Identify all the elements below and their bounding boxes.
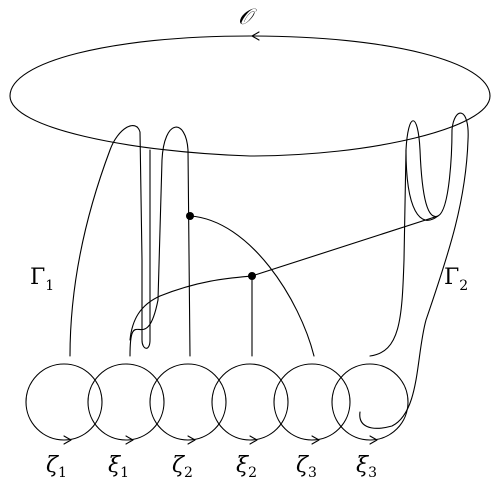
label-xi-3: ξ3 [356, 453, 377, 481]
label-zeta-1: ζ1 [46, 453, 67, 481]
arc-A-to-zeta3 [189, 215, 315, 357]
arrow-zeta-1 [63, 435, 72, 445]
loop-O [9, 35, 491, 157]
junction-B [248, 272, 256, 280]
circle-xi-3 [331, 363, 409, 441]
label-O: 𝒪 [238, 5, 257, 30]
label-zeta-2: ζ2 [172, 453, 193, 481]
arc-B-left [129, 295, 161, 341]
gamma-2-curve [359, 112, 469, 429]
gamma-2-inner [405, 149, 439, 221]
junction-A [186, 212, 194, 220]
label-gamma-2: Γ2 [444, 265, 468, 294]
label-xi-2: ξ2 [236, 453, 257, 481]
circle-xi-1 [87, 363, 165, 441]
loop-O-arrow [251, 31, 260, 41]
circle-zeta-2 [149, 363, 227, 441]
label-zeta-3: ζ3 [296, 453, 317, 481]
circle-xi-2 [211, 363, 289, 441]
gamma-1-inner-loop [129, 126, 191, 357]
arc-B-line [159, 215, 439, 297]
arrow-xi-3 [369, 435, 378, 445]
arrow-zeta-2 [187, 435, 196, 445]
arrow-xi-2 [249, 435, 258, 445]
gamma-1-curve [69, 125, 151, 357]
circle-zeta-3 [273, 363, 351, 441]
label-xi-1: ξ1 [108, 453, 129, 481]
arrow-xi-1 [125, 435, 134, 445]
arrow-zeta-3 [311, 435, 320, 445]
circle-zeta-1 [25, 363, 103, 441]
label-gamma-1: Γ1 [30, 265, 54, 294]
